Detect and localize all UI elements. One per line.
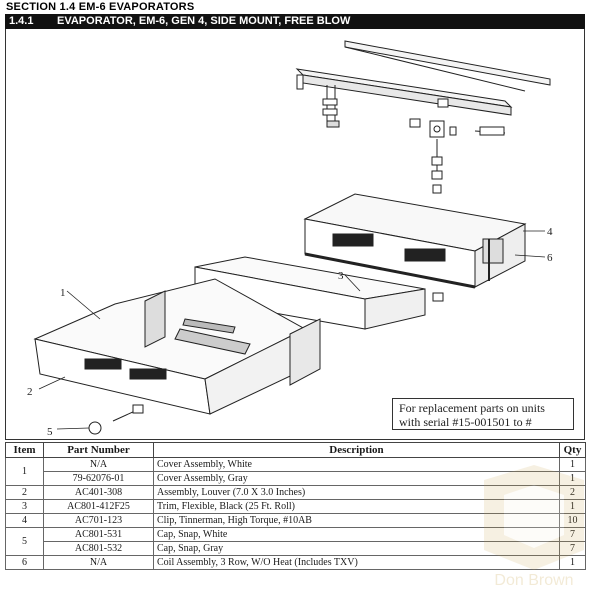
callout-1: 1 <box>60 287 66 299</box>
description-cell: Clip, Tinnerman, High Torque, #10AB <box>153 513 560 528</box>
subsection-title: EVAPORATOR, EM-6, GEN 4, SIDE MOUNT, FRE… <box>57 15 351 27</box>
callout-4: 4 <box>547 226 553 238</box>
item-cell: 3 <box>5 499 44 514</box>
description-cell: Cover Assembly, White <box>153 457 560 472</box>
header-item: Item <box>5 442 44 458</box>
item-cell: 5 <box>5 527 44 556</box>
qty-cell: 1 <box>559 457 586 472</box>
qty-cell: 1 <box>559 555 586 570</box>
header-part-number: Part Number <box>43 442 154 458</box>
description-cell: Assembly, Louver (7.0 X 3.0 Inches) <box>153 485 560 500</box>
trim-pan <box>194 256 444 330</box>
bolt-assembly <box>409 118 506 194</box>
item-cell: 1 <box>5 457 44 486</box>
header-qty: Qty <box>559 442 586 458</box>
part-cell: AC401-308 <box>43 485 154 500</box>
cover-assembly <box>33 278 321 415</box>
item-cell: 6 <box>5 555 44 570</box>
section-title: SECTION 1.4 EM-6 EVAPORATORS <box>6 1 195 13</box>
qty-cell: 10 <box>559 513 586 528</box>
callout-6: 6 <box>547 252 553 264</box>
snap-cap <box>88 404 144 435</box>
note-line: with serial #15-001501 to # <box>399 415 532 429</box>
mounting-bracket-upper <box>344 40 551 92</box>
table-row: 79-62076-01 Cover Assembly, Gray 1 <box>6 471 586 486</box>
note-line: For replacement parts on units <box>399 401 545 415</box>
callout-leaders <box>38 230 546 430</box>
qty-cell: 7 <box>559 527 586 542</box>
description-cell: Cap, Snap, Gray <box>153 541 560 556</box>
callout-2: 2 <box>27 386 33 398</box>
table-row: 4 AC701-123 Clip, Tinnerman, High Torque… <box>5 513 586 528</box>
callout-3: 3 <box>338 270 344 282</box>
description-cell: Cap, Snap, White <box>153 527 560 542</box>
table-row: 3 AC801-412F25 Trim, Flexible, Black (25… <box>5 499 586 514</box>
part-cell: N/A <box>43 457 154 472</box>
diagram-frame <box>5 29 585 440</box>
qty-cell: 1 <box>559 471 586 486</box>
description-cell: Cover Assembly, Gray <box>153 471 560 486</box>
qty-cell: 2 <box>559 485 586 500</box>
mounting-bracket-lower <box>295 68 513 128</box>
header-description: Description <box>153 442 560 458</box>
qty-cell: 7 <box>559 541 586 556</box>
part-cell: AC701-123 <box>43 513 154 528</box>
watermark-text: Don Brown <box>494 572 573 589</box>
table-row: 6 N/A Coil Assembly, 3 Row, W/O Heat (In… <box>5 555 586 570</box>
subsection-number: 1.4.1 <box>9 15 34 27</box>
part-cell: 79-62076-01 <box>43 471 154 486</box>
item-cell: 2 <box>5 485 44 500</box>
subsection-header: 1.4.1 EVAPORATOR, EM-6, GEN 4, SIDE MOUN… <box>5 14 585 29</box>
part-cell: N/A <box>43 555 154 570</box>
description-cell: Coil Assembly, 3 Row, W/O Heat (Includes… <box>153 555 560 570</box>
table-header-row: Item Part Number Description Qty <box>5 442 586 458</box>
callout-5: 5 <box>47 426 53 438</box>
parts-table: Item Part Number Description Qty 1 N/A C… <box>5 442 586 570</box>
part-cell: AC801-531 <box>43 527 154 542</box>
replacement-parts-note: For replacement parts on units with seri… <box>392 398 574 430</box>
coil-assembly <box>303 193 527 289</box>
table-row: AC801-532 Cap, Snap, Gray 7 <box>6 541 586 556</box>
item-cell: 4 <box>5 513 44 528</box>
description-cell: Trim, Flexible, Black (25 Ft. Roll) <box>153 499 560 514</box>
table-row: 2 AC401-308 Assembly, Louver (7.0 X 3.0 … <box>5 485 586 500</box>
part-cell: AC801-532 <box>43 541 154 556</box>
table-row: 1 N/A Cover Assembly, White 1 <box>5 457 586 486</box>
exploded-view-diagram: 1 2 3 4 5 6 <box>27 40 553 438</box>
qty-cell: 1 <box>559 499 586 514</box>
table-row: 5 AC801-531 Cap, Snap, White 7 <box>5 527 586 556</box>
part-cell: AC801-412F25 <box>43 499 154 514</box>
